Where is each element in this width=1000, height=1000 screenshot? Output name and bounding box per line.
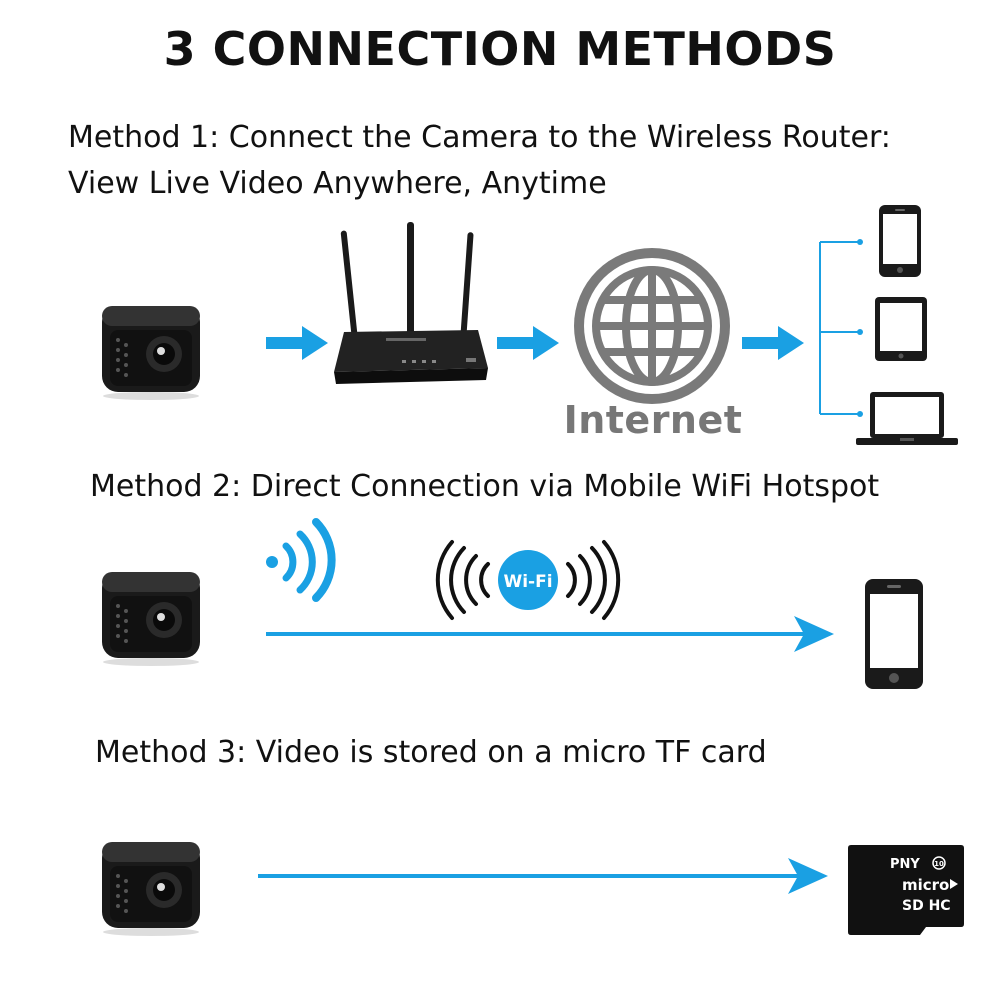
arrow-right-long-icon [258, 858, 828, 894]
router-icon [334, 222, 488, 384]
arrow-right-long-icon [266, 616, 834, 652]
micro-sd-card-icon: PNY 10 micro SD HC [848, 845, 964, 935]
wifi-signal-icon [266, 518, 336, 602]
sd-brand-label: PNY [890, 857, 920, 872]
arrow-right-icon [742, 326, 804, 360]
method1-caption-line2: View Live Video Anywhere, Anytime [68, 166, 607, 201]
method1-caption-line1: Method 1: Connect the Camera to the Wire… [68, 120, 891, 155]
method2-caption: Method 2: Direct Connection via Mobile W… [90, 469, 880, 504]
page-title: 3 CONNECTION METHODS [163, 22, 837, 76]
camera-icon [102, 306, 200, 400]
smartphone-icon [879, 205, 921, 277]
wifi-badge-label: Wi-Fi [503, 572, 552, 592]
tablet-icon [875, 297, 927, 361]
camera-icon [102, 842, 200, 936]
method3-caption: Method 3: Video is stored on a micro TF … [95, 735, 767, 770]
branch-connector [819, 239, 863, 417]
wifi-badge-icon: Wi-Fi [435, 540, 621, 620]
globe-icon [574, 248, 730, 404]
sd-micro-label: micro [902, 876, 949, 894]
sd-class-label: 10 [934, 860, 944, 868]
internet-label: Internet [563, 398, 743, 442]
arrow-right-icon [266, 326, 328, 360]
arrow-right-icon [497, 326, 559, 360]
laptop-icon [856, 392, 958, 445]
sd-hc-label: SD HC [902, 898, 951, 914]
camera-icon [102, 572, 200, 666]
smartphone-icon [865, 579, 923, 689]
